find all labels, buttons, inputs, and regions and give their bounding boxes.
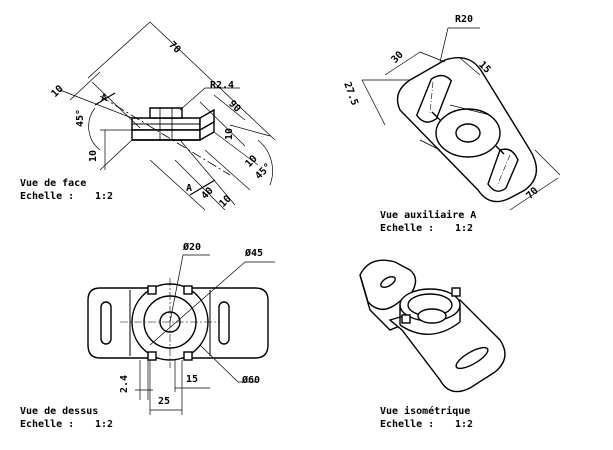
top-view [87, 254, 275, 415]
top-dim-phi60: Ø60 [242, 375, 261, 386]
top-view-title: Vue de dessus [20, 406, 99, 417]
top-view-scale-label: Echelle : [20, 419, 75, 430]
top-dim-phi20: Ø20 [183, 242, 202, 253]
front-dim-r2-4: R2.4 [210, 80, 235, 91]
top-view-scale: 1:2 [95, 419, 114, 430]
front-view-scale: 1:2 [95, 191, 114, 202]
front-dim-45-left: 45° [75, 108, 87, 128]
iso-view [359, 259, 506, 393]
aux-view-scale: 1:2 [455, 223, 474, 234]
iso-view-title: Vue isométrique [380, 406, 471, 417]
iso-view-scale-label: Echelle : [380, 419, 435, 430]
iso-view-scale: 1:2 [455, 419, 474, 430]
aux-view-title: Vue auxiliaire A [380, 210, 477, 221]
front-view-scale-label: Echelle : [20, 191, 75, 202]
front-section-label-bottom: A [186, 183, 193, 194]
top-dim-phi45: Ø45 [245, 248, 264, 259]
front-view-title: Vue de face [20, 178, 87, 189]
front-dim-10-mid: 10 [88, 149, 100, 163]
front-dim-10-r1: 10 [224, 127, 236, 141]
front-section-label-top: A [101, 93, 108, 104]
top-dim-2-4: 2.4 [119, 374, 131, 394]
aux-dim-r20: R20 [455, 14, 474, 25]
aux-view-part [396, 57, 538, 203]
aux-view-scale-label: Echelle : [380, 223, 435, 234]
top-dim-25: 25 [158, 396, 171, 407]
aux-view [361, 27, 561, 211]
front-view [59, 21, 276, 211]
front-view-part [131, 107, 215, 142]
top-dim-15: 15 [186, 374, 199, 385]
